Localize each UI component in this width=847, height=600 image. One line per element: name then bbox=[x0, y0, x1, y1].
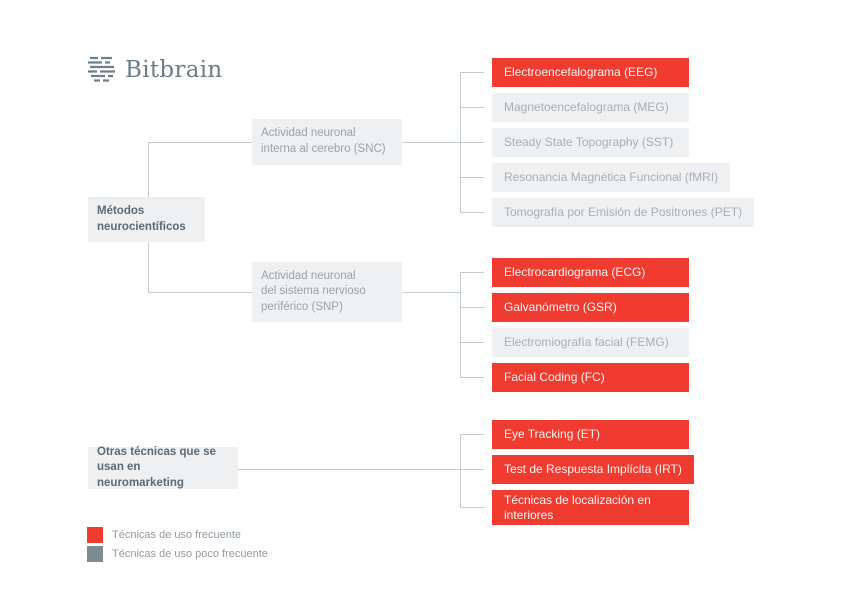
connector-stub-meg bbox=[460, 107, 484, 108]
node-metodos-neurocientificos: Métodos neurocientíficos bbox=[88, 197, 205, 242]
connector-stub-fmri bbox=[460, 177, 484, 178]
bitbrain-logo: Bitbrain bbox=[87, 55, 223, 85]
connector-stub-et bbox=[460, 434, 484, 435]
legend-label-infrequent: Técnicas de uso poco frecuente bbox=[112, 548, 268, 560]
node-actividad-snc: Actividad neuronal interna al cerebro (S… bbox=[252, 119, 402, 165]
connector-stub-eeg bbox=[460, 72, 484, 73]
connector-root-down bbox=[148, 242, 149, 292]
connector-trunk-snc bbox=[460, 72, 461, 213]
technique-interiores: Técnicas de localización en interiores bbox=[492, 490, 689, 525]
technique-ecg: Electrocardiograma (ECG) bbox=[492, 258, 689, 287]
technique-et: Eye Tracking (ET) bbox=[492, 420, 689, 449]
connector-snc-to-trunk bbox=[402, 142, 484, 143]
connector-trunk-snp bbox=[460, 272, 461, 378]
technique-femg: Electromiografía facial (FEMG) bbox=[492, 328, 689, 357]
node-otras-tecnicas: Otras técnicas que se usan en neuromarke… bbox=[88, 446, 238, 489]
connector-stub-pet bbox=[460, 212, 484, 213]
technique-irt: Test de Respuesta Implícita (IRT) bbox=[492, 455, 694, 484]
legend-swatch-infrequent-icon bbox=[87, 546, 103, 562]
connector-trunk-otras bbox=[460, 434, 461, 508]
node-actividad-snp: Actividad neuronal del sistema nervioso … bbox=[252, 262, 402, 322]
connector-stub-ecg bbox=[460, 272, 484, 273]
connector-root-to-snp bbox=[148, 292, 252, 293]
technique-gsr: Galvanómetro (GSR) bbox=[492, 293, 689, 322]
connector-root-to-snc bbox=[148, 142, 252, 143]
connector-stub-femg bbox=[460, 342, 484, 343]
bitbrain-logo-text: Bitbrain bbox=[125, 57, 223, 83]
technique-pet: Tomografía por Emisión de Positrones (PE… bbox=[492, 198, 755, 227]
technique-fmri: Resonancia Magnética Funcional (fMRI) bbox=[492, 163, 731, 192]
legend-label-frequent: Técnicas de uso frecuente bbox=[112, 529, 242, 541]
connector-stub-gsr bbox=[460, 307, 484, 308]
connector-stub-fc bbox=[460, 377, 484, 378]
connector-stub-interiores bbox=[460, 507, 484, 508]
legend-swatch-frequent-icon bbox=[87, 527, 103, 543]
technique-meg: Magnetoencefalograma (MEG) bbox=[492, 93, 689, 122]
legend-item-infrequent: Técnicas de uso poco frecuente bbox=[87, 546, 268, 562]
connector-root-up bbox=[148, 142, 149, 197]
technique-eeg: Electroencefalograma (EEG) bbox=[492, 58, 689, 87]
bitbrain-lines-icon bbox=[88, 56, 115, 82]
technique-sst: Steady State Topography (SST) bbox=[492, 128, 689, 157]
connector-otras-to-irt bbox=[238, 469, 484, 470]
connector-snp-to-trunk bbox=[402, 292, 460, 293]
legend-item-frequent: Técnicas de uso frecuente bbox=[87, 527, 241, 543]
technique-fc: Facial Coding (FC) bbox=[492, 363, 689, 392]
